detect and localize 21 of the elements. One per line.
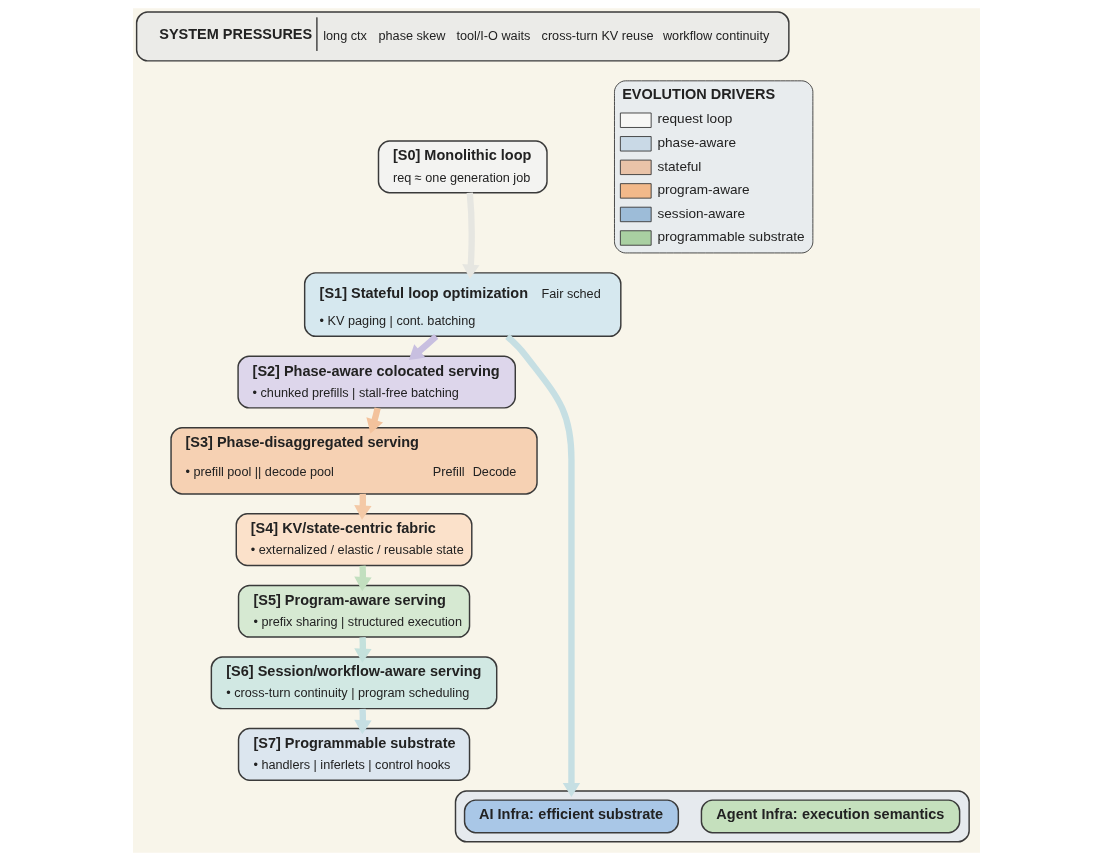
node-box: [S0] Monolithic loop req ≈ one generation job [377,140,548,194]
arrow [461,192,480,279]
legend-label: programmable substrate [657,229,805,245]
legend-label: program-aware [657,182,750,198]
cluster [454,790,970,843]
node-box: [S4] KV/state-centric fabric • externalized / elastic / reusable state [235,513,473,567]
node-box: [S1] Stateful loop optimization Fair sched • KV paging | cont. batching [303,272,622,337]
legend-label: request loop [657,111,732,127]
node-box: [S7] Programmable substrate • handlers | inferlets | control hooks [237,727,470,781]
legend-label: phase-aware [657,134,736,150]
node-box: AI Infra: efficient substrate [463,799,679,834]
legend-label: session-aware [657,205,745,221]
legend-label: stateful [657,158,701,174]
node-box: [S2] Phase-aware colocated serving • chunked prefills | stall-free batching [236,355,516,409]
arrow [408,334,438,360]
label: EVOLUTION DRIVERS [621,85,775,102]
node-box: [S6] Session/workflow-aware serving • cross-turn continuity | program scheduling [210,656,497,710]
node-box: SYSTEM PRESSURES long ctx phase skew tool/I-O waits cross-turn KV reuse workflow continuity [135,11,790,62]
node-box: [S3] Phase-disaggregated serving • prefill pool || decode pool Prefill Decode [169,427,538,495]
node-box: Agent Infra: execution semantics [700,799,960,834]
node-box: [S5] Program-aware serving • prefix sharing | structured execution [237,584,470,638]
